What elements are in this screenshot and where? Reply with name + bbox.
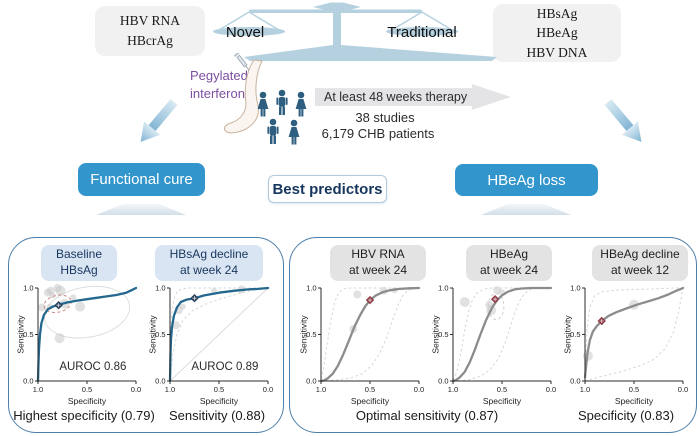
caption-highest-specificity: Highest specificity (0.79) [13, 408, 155, 423]
predictor-chip-hbsag-decline: HBsAg decline at week 24 [155, 245, 263, 281]
person-icon [257, 91, 269, 117]
svg-text:0.5: 0.5 [438, 330, 448, 339]
predictor-chip-hbeag-decline: HBeAg decline at week 12 [592, 245, 688, 281]
svg-text:Specificity: Specificity [483, 396, 522, 406]
studies-count: 38 studies [355, 110, 415, 125]
injection-arm-icon [223, 53, 263, 134]
treatment-label: Pegylated interferon [190, 68, 248, 101]
svg-text:0.5: 0.5 [82, 385, 92, 394]
svg-text:Specificity: Specificity [615, 396, 654, 406]
flow-arrows [140, 99, 642, 142]
predictor-chip-hbv-rna: HBV RNA at week 24 [330, 245, 426, 281]
svg-text:1.0: 1.0 [448, 385, 458, 394]
svg-text:0.0: 0.0 [570, 377, 580, 386]
svg-text:Sensitivity: Sensitivity [432, 315, 441, 354]
therapy-duration-arrow [315, 84, 511, 110]
svg-text:Sensitivity: Sensitivity [17, 315, 26, 354]
svg-text:0.5: 0.5 [306, 330, 316, 339]
marker-label: HBsAg [536, 5, 578, 21]
scale-pan-traditional: Traditional [387, 24, 457, 41]
svg-text:0.0: 0.0 [438, 377, 448, 386]
person-icon [288, 119, 300, 145]
balance-scale-icon [213, 2, 497, 61]
functional-cure-button: Functional cure [78, 163, 205, 196]
svg-text:0.5: 0.5 [629, 385, 639, 394]
svg-text:Sensitivity: Sensitivity [149, 315, 158, 354]
caption-optimal-sensitivity: Optimal sensitivity (0.87) [355, 408, 499, 423]
hbeag-loss-button: HBeAg loss [455, 164, 598, 196]
svg-text:Sensitivity: Sensitivity [300, 315, 309, 354]
svg-text:1.0: 1.0 [155, 284, 165, 293]
svg-text:Specificity: Specificity [68, 396, 107, 406]
patients-group-icon [257, 89, 307, 145]
person-icon [295, 91, 307, 117]
svg-text:Specificity: Specificity [200, 396, 239, 406]
person-icon [276, 89, 288, 115]
functional-cure-panel: Baseline HBsAg HBsAg decline at week 24 … [8, 237, 284, 433]
patients-count: 6,179 CHB patients [321, 126, 435, 141]
svg-text:AUROC 0.86: AUROC 0.86 [59, 361, 126, 373]
pedestal-shadow [96, 204, 186, 215]
svg-text:0.0: 0.0 [414, 385, 424, 394]
scale-pan-novel: Novel [225, 24, 265, 41]
svg-text:0.5: 0.5 [365, 385, 375, 394]
svg-text:0.0: 0.0 [155, 377, 165, 386]
caption-sensitivity: Sensitivity (0.88) [168, 408, 266, 423]
marker-label: HBV RNA [119, 13, 181, 29]
svg-text:AUROC 0.89: AUROC 0.89 [191, 361, 258, 373]
person-icon [267, 118, 279, 144]
therapy-duration-label: At least 48 weeks therapy [324, 90, 468, 104]
svg-text:0.5: 0.5 [214, 385, 224, 394]
arrow-down-right-icon [604, 99, 642, 142]
svg-text:1.0: 1.0 [306, 284, 316, 293]
marker-label: HBV DNA [526, 44, 588, 60]
svg-text:0.0: 0.0 [131, 385, 141, 394]
svg-text:1.0: 1.0 [316, 385, 326, 394]
svg-text:1.0: 1.0 [165, 385, 175, 394]
svg-text:0.5: 0.5 [23, 330, 33, 339]
svg-text:Specificity: Specificity [351, 396, 390, 406]
arrow-down-left-icon [140, 99, 178, 142]
svg-text:Sensitivity: Sensitivity [564, 315, 573, 354]
svg-text:0.0: 0.0 [306, 377, 316, 386]
pedestal-shadow [481, 204, 571, 215]
caption-specificity: Specificity (0.83) [577, 408, 675, 423]
svg-text:0.0: 0.0 [23, 377, 33, 386]
svg-text:1.0: 1.0 [33, 385, 43, 394]
best-predictors-label: Best predictors [268, 175, 387, 203]
novel-markers-box: HBV RNA HBcrAg [95, 6, 205, 56]
svg-text:1.0: 1.0 [438, 284, 448, 293]
syringe-icon [233, 53, 250, 71]
predictor-chip-hbeag: HBeAg at week 24 [466, 245, 552, 281]
svg-text:0.5: 0.5 [570, 330, 580, 339]
predictor-chip-baseline-hbsag: Baseline HBsAg [41, 245, 117, 281]
svg-text:0.0: 0.0 [263, 385, 273, 394]
svg-text:1.0: 1.0 [570, 284, 580, 293]
svg-text:0.0: 0.0 [678, 385, 688, 394]
hbeag-loss-panel: HBV RNA at week 24 HBeAg at week 24 HBeA… [289, 237, 697, 433]
svg-text:0.5: 0.5 [155, 330, 165, 339]
svg-text:0.0: 0.0 [546, 385, 556, 394]
svg-text:0.5: 0.5 [497, 385, 507, 394]
svg-text:1.0: 1.0 [23, 284, 33, 293]
svg-text:1.0: 1.0 [580, 385, 590, 394]
marker-label: HBeAg [536, 25, 578, 41]
marker-label: HBcrAg [127, 33, 173, 48]
traditional-markers-box: HBsAg HBeAg HBV DNA [493, 4, 621, 62]
